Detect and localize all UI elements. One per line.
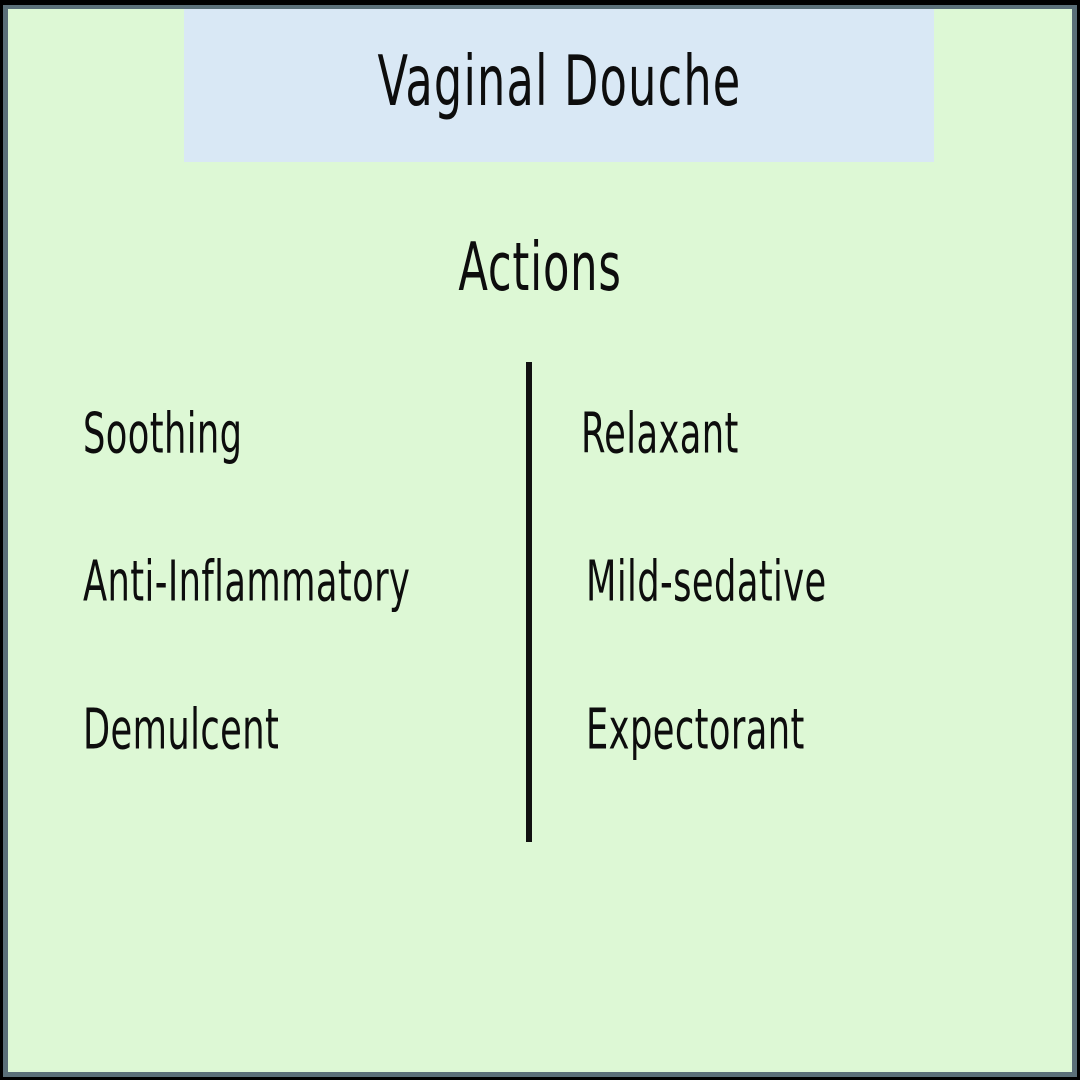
actions-column-left: Soothing Anti-Inflammatory Demulcent bbox=[83, 362, 513, 852]
title-banner: Vaginal Douche bbox=[184, 9, 934, 162]
action-label-relaxant: Relaxant bbox=[581, 401, 739, 467]
action-label-anti-inflammatory: Anti-Inflammatory bbox=[83, 549, 411, 615]
actions-list: Soothing Anti-Inflammatory Demulcent Rel… bbox=[8, 362, 1068, 852]
column-divider bbox=[526, 362, 532, 842]
card-border: Vaginal Douche Actions Soothing Anti-Inf… bbox=[3, 5, 1077, 1077]
action-label-mild-sedative: Mild-sedative bbox=[586, 549, 827, 615]
action-label-expectorant: Expectorant bbox=[586, 697, 805, 763]
action-label-soothing: Soothing bbox=[83, 401, 243, 467]
actions-column-right: Relaxant Mild-sedative Expectorant bbox=[581, 362, 1001, 852]
card-surface: Vaginal Douche Actions Soothing Anti-Inf… bbox=[8, 9, 1072, 1072]
action-label-demulcent: Demulcent bbox=[83, 697, 280, 763]
page-title: Vaginal Douche bbox=[376, 39, 741, 122]
section-heading: Actions bbox=[8, 234, 1072, 301]
section-heading-label: Actions bbox=[458, 228, 622, 307]
